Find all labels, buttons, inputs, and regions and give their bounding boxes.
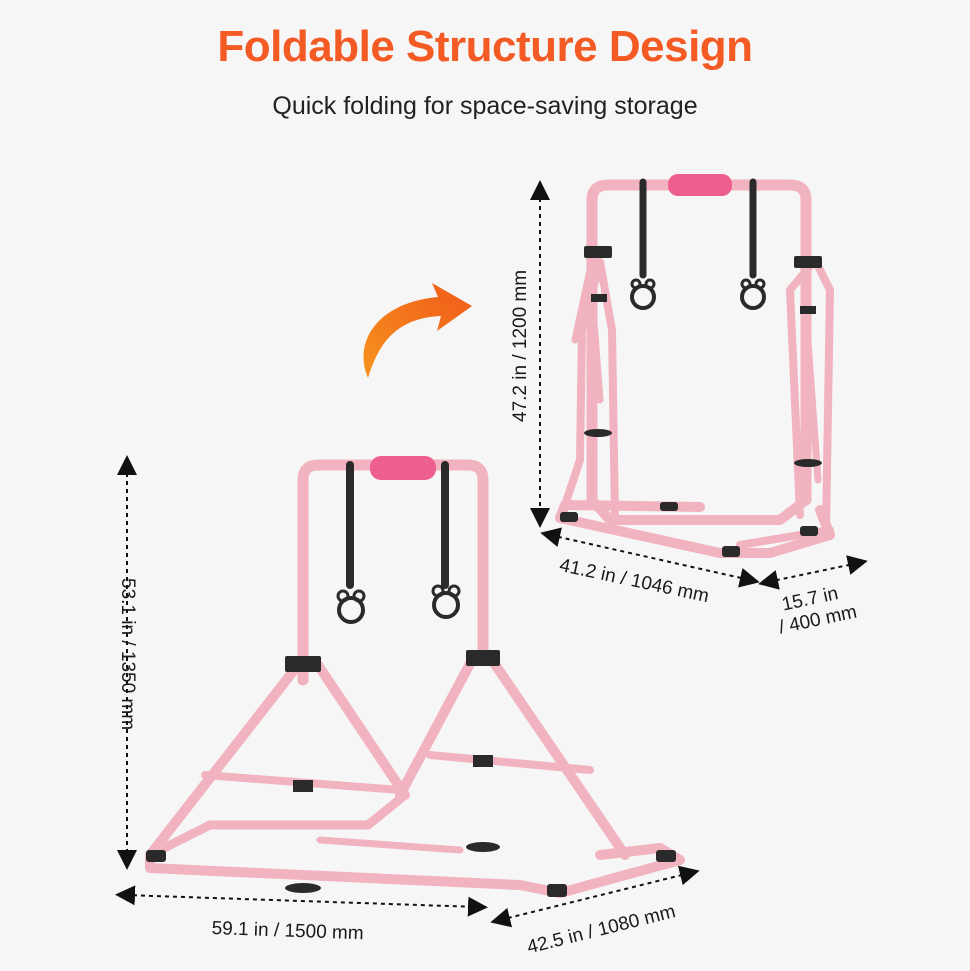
open-width-arrow [115, 885, 488, 917]
folded-bar-image [555, 174, 835, 558]
open-bar-image [145, 456, 685, 898]
open-height-label: 53.1 in / 1350 mm [117, 578, 138, 731]
folded-width-arrow [540, 527, 760, 588]
fold-arrow-icon [363, 283, 472, 378]
folded-height-label: 47.2 in / 1200 mm [510, 269, 531, 422]
page-title: Foldable Structure Design [217, 22, 753, 71]
folded-depth-arrow [758, 555, 868, 590]
page-subtitle: Quick folding for space-saving storage [272, 92, 698, 120]
open-depth-arrow [490, 865, 700, 928]
